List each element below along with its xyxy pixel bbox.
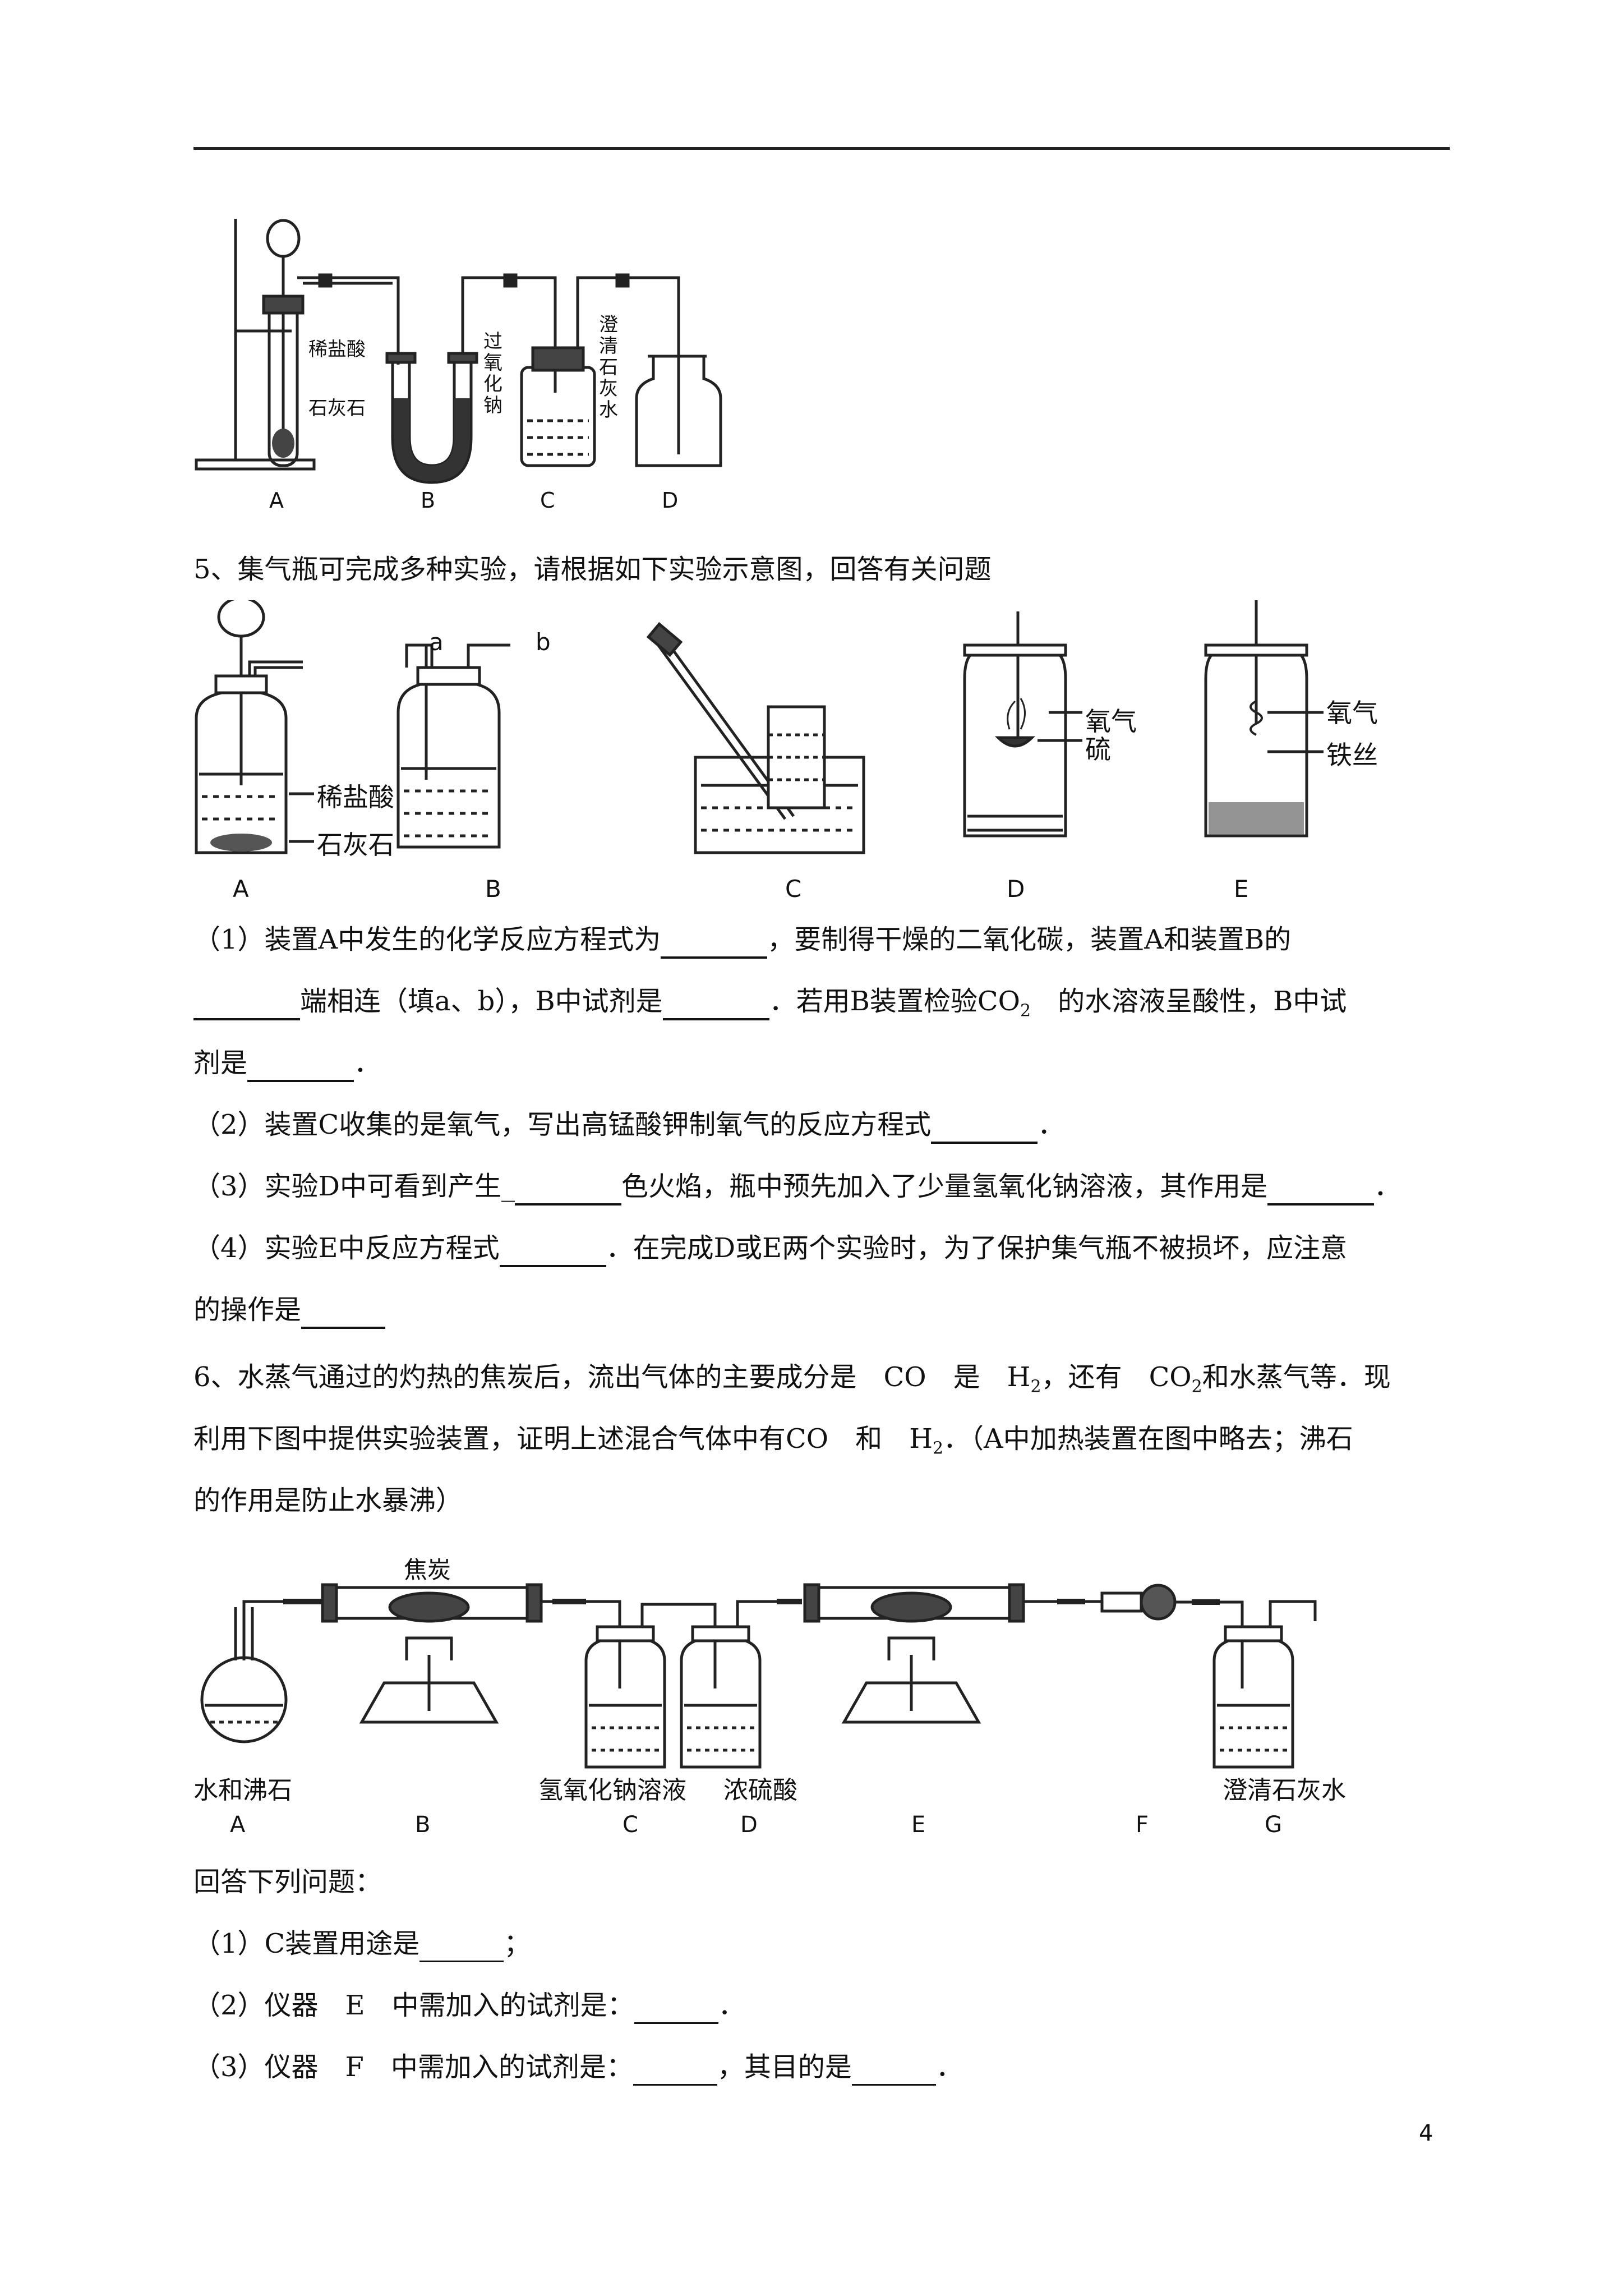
q6-line1: 6、水蒸气通过的灼热的焦炭后，流出气体的主要成分是 CO 是 H2，还有 CO2…: [193, 1361, 1391, 1397]
blank-f-reagent[interactable]: [633, 2050, 717, 2086]
q6-fig-letter-b: B: [415, 1812, 431, 1838]
blank-c-purpose[interactable]: [419, 1927, 504, 1962]
q5-fig-e-label2: 铁丝: [1326, 740, 1378, 770]
q5-fig-letter-b: B: [485, 875, 501, 903]
blank-e-equation[interactable]: [499, 1231, 606, 1267]
blank-operation[interactable]: [301, 1293, 386, 1329]
blank-kmno4-equation[interactable]: [931, 1108, 1038, 1144]
blank-e-reagent[interactable]: [634, 1989, 718, 2024]
q6-line2: 利用下图中提供实验装置，证明上述混合气体中有CO 和 H2．（A中加热装置在图中…: [193, 1423, 1353, 1458]
q6-fig-letter-d: D: [740, 1812, 758, 1838]
fig1-c-label: 澄清石灰水: [599, 314, 618, 421]
q5-line3: 剂是 ．: [193, 1046, 1450, 1082]
q6-ask: 回答下列问题：: [193, 1866, 382, 1898]
q5-line6: （4）实验E中反应方程式 ．在完成D或E两个实验时，为了保护集气瓶不被损坏，应注…: [193, 1231, 1450, 1267]
q5-line7: 的操作是: [193, 1293, 1450, 1329]
fig1-letter-b: B: [421, 488, 436, 513]
q6-sub2: （2）仪器 E 中需加入的试剂是： ．: [193, 1989, 1450, 2024]
q6-fig-letter-g: G: [1265, 1812, 1282, 1838]
q5-line2: 端相连（填a、b），B中试剂是 ．若用B装置检验CO2 的水溶液呈酸性，B中试: [193, 984, 1450, 1028]
fig1-tube-label2: 石灰石: [308, 397, 366, 420]
header-rule: [193, 147, 1450, 150]
q5-fig-e-label1: 氧气: [1326, 698, 1378, 728]
q6-fig-g-label: 澄清石灰水: [1223, 1776, 1346, 1805]
page-number: 4: [1419, 2120, 1433, 2146]
q5-fig-letter-c: C: [785, 875, 802, 903]
fig1-u-label: 过氧化钠: [483, 330, 502, 417]
q6-line3: 的作用是防止水暴沸）: [193, 1485, 463, 1516]
q5-line1: （1）装置A中发生的化学反应方程式为 ，要制得干燥的二氧化碳，装置A和装置B的: [193, 923, 1450, 959]
q6-fig-letter-a: A: [230, 1812, 246, 1838]
q5-fig-letter-d: D: [1007, 875, 1025, 903]
q6-fig-a-label: 水和沸石: [193, 1776, 292, 1805]
q6-fig-c-label: 氢氧化钠溶液: [538, 1776, 686, 1805]
q6-fig-top-label: 焦炭: [404, 1556, 451, 1584]
fig1-letter-d: D: [662, 488, 679, 513]
q6-fig-d-label: 浓硫酸: [723, 1776, 797, 1805]
q5-fig-b-a: a: [429, 628, 444, 656]
blank-flame-color[interactable]: [515, 1170, 622, 1205]
q6-sub3: （3）仪器 F 中需加入的试剂是： ，其目的是 ．: [193, 2050, 1450, 2086]
q5-line5: （3）实验D中可看到产生_ 色火焰，瓶中预先加入了少量氢氧化钠溶液，其作用是 ．: [193, 1170, 1450, 1205]
q5-fig-d-label2: 硫: [1085, 734, 1111, 765]
q5-fig-b-b: b: [536, 628, 551, 656]
figure-apparatus-abcd: [191, 213, 751, 527]
blank-naoh-purpose[interactable]: [1267, 1170, 1375, 1205]
q5-fig-letter-e: E: [1234, 875, 1249, 903]
q5-fig-letter-a: A: [233, 875, 249, 903]
figure-q5-apparatus: [191, 600, 1424, 881]
blank-f-purpose[interactable]: [851, 2050, 936, 2086]
blank-reagent-b[interactable]: [662, 984, 769, 1020]
fig1-letter-c: C: [540, 488, 555, 513]
q5-fig-a-label2: 石灰石: [317, 830, 394, 860]
fig1-tube-label1: 稀盐酸: [308, 338, 366, 361]
blank-end[interactable]: [193, 984, 300, 1020]
q5-fig-d-label1: 氧气: [1085, 706, 1137, 737]
blank-equation-a[interactable]: [661, 923, 768, 959]
q6-fig-letter-c: C: [623, 1812, 638, 1838]
q5-fig-a-label1: 稀盐酸: [317, 782, 394, 812]
figure-q6-apparatus: [193, 1576, 1427, 1801]
q5-stem: 5、集气瓶可完成多种实验，请根据如下实验示意图，回答有关问题: [193, 554, 992, 585]
q6-fig-letter-e: E: [911, 1812, 926, 1838]
blank-reagent-b2[interactable]: [247, 1046, 354, 1082]
q5-line4: （2）装置C收集的是氧气，写出高锰酸钾制氧气的反应方程式 ．: [193, 1108, 1450, 1144]
fig1-letter-a: A: [269, 488, 284, 513]
q6-sub1: （1）C装置用途是 ；: [193, 1927, 1450, 1962]
q6-fig-letter-f: F: [1136, 1812, 1149, 1838]
